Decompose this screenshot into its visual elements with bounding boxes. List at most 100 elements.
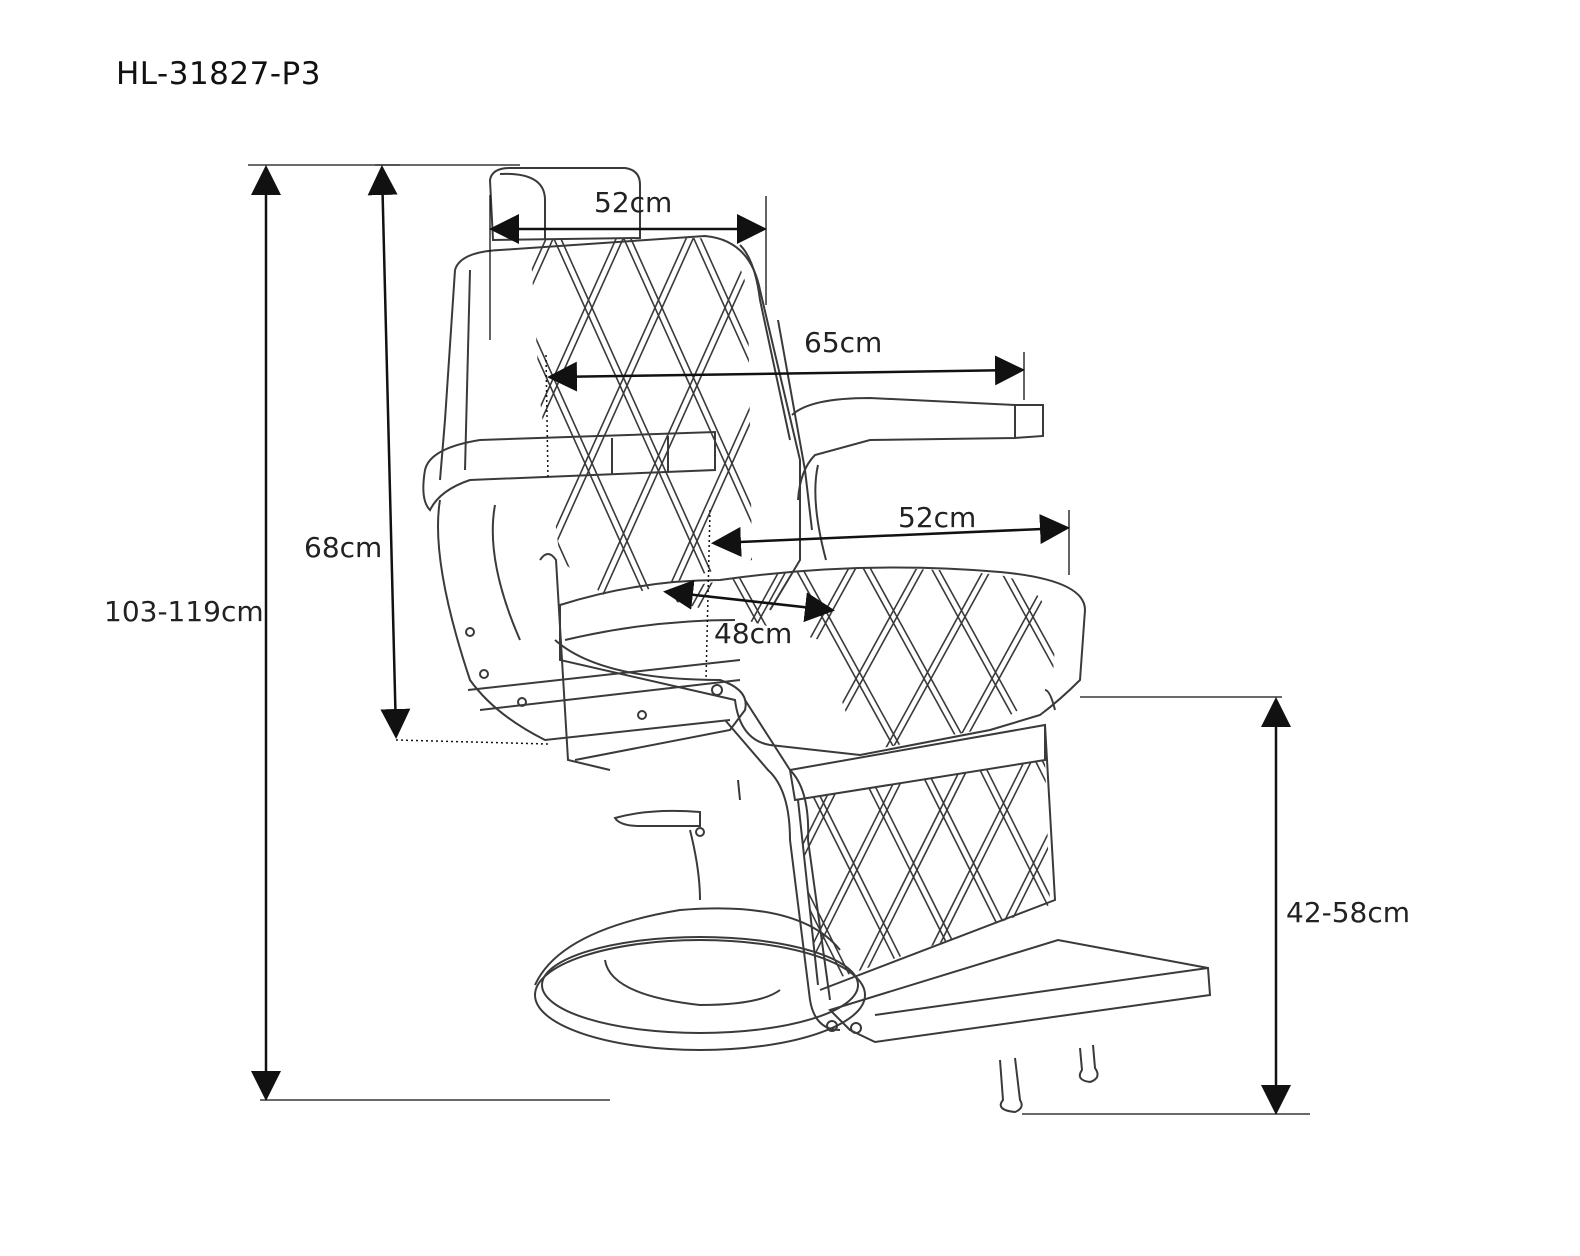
- stitch-line: [1407, 555, 1520, 760]
- stitch-line: [617, 750, 737, 990]
- stitch-line: [190, 750, 310, 990]
- armrest-width-label: 65cm: [804, 326, 883, 359]
- stitch-line: [197, 750, 317, 990]
- stitch-line: [862, 568, 977, 752]
- stitch-line: [658, 238, 752, 600]
- pump-pedal: [613, 809, 701, 827]
- stitch-line: [36, 230, 207, 610]
- stitch-line: [885, 568, 1000, 752]
- stitch-line: [1021, 568, 1055, 752]
- stitch-line: [557, 750, 677, 990]
- stitch-line: [0, 555, 40, 760]
- stitch-line: [1457, 750, 1577, 990]
- stitch-line: [0, 230, 60, 610]
- stitch-line: [650, 568, 728, 752]
- stitch-line: [1187, 230, 1358, 610]
- stitch-line: [1559, 555, 1580, 760]
- stitch-line: [478, 555, 591, 760]
- stitch-line: [798, 760, 858, 985]
- stitch-line: [115, 555, 228, 760]
- stitch-line: [430, 750, 550, 990]
- stitch-line: [530, 238, 621, 600]
- stitch-line: [1097, 750, 1217, 990]
- stitch-line: [670, 750, 790, 990]
- stitch-line: [1498, 555, 1580, 760]
- stitch-line: [183, 555, 296, 760]
- stitch-line: [876, 230, 1047, 610]
- stitch-line: [1390, 750, 1510, 990]
- stitch-line: [1566, 555, 1580, 760]
- stitch-line: [806, 230, 977, 610]
- stitch-line: [387, 555, 500, 760]
- stitch-line: [681, 568, 796, 752]
- stitch-line: [448, 555, 561, 760]
- stitch-line: [410, 555, 523, 760]
- stitch-line: [1543, 555, 1580, 760]
- stitch-line: [497, 750, 617, 990]
- stitch-line: [1450, 750, 1570, 990]
- overall-height-label: 103-119cm: [104, 595, 264, 628]
- stitch-line: [1150, 750, 1270, 990]
- base: [534, 907, 841, 986]
- stitch-line: [403, 555, 516, 760]
- stitch-line: [1128, 555, 1241, 760]
- backrest-height-arrow: [367, 165, 411, 739]
- seat-width-arrow: [711, 514, 1070, 557]
- stitch-line: [1330, 750, 1450, 990]
- stitch-line: [257, 750, 377, 990]
- stitch-line: [370, 750, 490, 990]
- right-armrest: [791, 396, 1044, 501]
- stitch-line: [106, 230, 277, 610]
- stitch-line: [1270, 750, 1390, 990]
- stitch-line: [29, 230, 200, 610]
- stitch-line: [595, 238, 752, 600]
- stitch-line: [317, 750, 437, 990]
- stitch-line: [650, 568, 653, 752]
- stitch-line: [131, 555, 244, 760]
- stitch-line: [1270, 750, 1390, 990]
- stitch-line: [810, 568, 925, 752]
- chair-outline: [422, 167, 1212, 1114]
- stitch-line: [274, 555, 387, 760]
- stitch-line: [830, 230, 1001, 610]
- stitch-line: [370, 750, 490, 990]
- stitch-line: [0, 555, 108, 760]
- stitch-line: [1086, 230, 1257, 610]
- stitch-line: [617, 750, 737, 990]
- stitch-line: [1287, 555, 1400, 760]
- seat-height-label: 42-58cm: [1286, 896, 1411, 929]
- stitch-line: [1330, 750, 1450, 990]
- stitch-line: [2, 555, 115, 760]
- stitch-line: [1203, 555, 1316, 760]
- stitch-line: [1397, 750, 1517, 990]
- footrest: [828, 938, 1212, 1044]
- stitch-line: [610, 750, 730, 990]
- stitch-line: [665, 238, 752, 600]
- stitch-line: [523, 555, 636, 760]
- stitch-line: [530, 238, 691, 600]
- stitch-line: [1320, 230, 1491, 610]
- stitch-line: [550, 750, 670, 990]
- stitch-line: [798, 760, 918, 985]
- stitch-line: [1491, 555, 1580, 760]
- stitch-line: [1400, 555, 1513, 760]
- stitch-line: [1117, 230, 1288, 610]
- stitch-line: [319, 555, 432, 760]
- stitch-line: [137, 230, 308, 610]
- stitch-line: [1362, 555, 1475, 760]
- stitch-line: [1337, 750, 1457, 990]
- stitch-line: [530, 238, 551, 600]
- stitch-line: [530, 238, 628, 600]
- stitch-line: [342, 555, 455, 760]
- stitch-line: [556, 238, 729, 600]
- stitch-line: [1468, 555, 1580, 760]
- stitch-line: [176, 555, 289, 760]
- stitch-line: [787, 568, 902, 752]
- stitch-line: [0, 230, 91, 610]
- stitch-line: [530, 238, 558, 600]
- stitch-line: [1457, 750, 1577, 990]
- stitch-line: [430, 750, 550, 990]
- stitch-line: [1097, 750, 1217, 990]
- stitch-line: [1226, 555, 1339, 760]
- stitch-line: [108, 555, 221, 760]
